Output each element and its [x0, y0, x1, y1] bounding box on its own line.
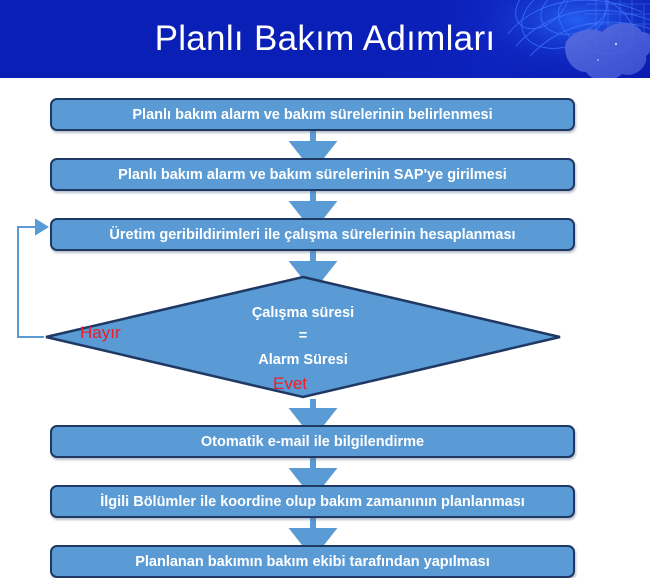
process-box-step3[interactable]: Üretim geribildirimleri ile çalışma süre… [50, 218, 575, 251]
connector-feedback-loop [17, 218, 49, 338]
process-box-step4-label: Otomatik e-mail ile bilgilendirme [200, 433, 425, 450]
branch-label-no: Hayır [80, 323, 121, 342]
process-box-step5[interactable]: İlgili Bölümler ile koordine olup bakım … [50, 485, 575, 518]
header-banner: Planlı Bakım Adımları [0, 0, 650, 78]
process-box-step6[interactable]: Planlanan bakımın bakım ekibi tarafından… [50, 545, 575, 578]
process-box-step2[interactable]: Planlı bakım alarm ve bakım sürelerinin … [50, 158, 575, 191]
process-box-step5-label: İlgili Bölümler ile koordine olup bakım … [100, 493, 525, 510]
connector-layer [17, 131, 338, 559]
page-title: Planlı Bakım Adımları [154, 19, 496, 58]
branch-label-yes: Evet [273, 374, 308, 393]
process-box-step1-label: Planlı bakım alarm ve bakım sürelerinin … [132, 106, 493, 123]
process-box-step2-label: Planlı bakım alarm ve bakım sürelerinin … [118, 166, 507, 183]
process-box-step1[interactable]: Planlı bakım alarm ve bakım sürelerinin … [50, 98, 575, 131]
process-box-step3-label: Üretim geribildirimleri ile çalışma süre… [109, 226, 516, 243]
flowchart-canvas: Planlı bakım alarm ve bakım sürelerinin … [0, 78, 650, 578]
decision-diamond-shape [45, 275, 561, 399]
process-box-step4[interactable]: Otomatik e-mail ile bilgilendirme [50, 425, 575, 458]
process-box-step6-label: Planlanan bakımın bakım ekibi tarafından… [135, 553, 490, 570]
